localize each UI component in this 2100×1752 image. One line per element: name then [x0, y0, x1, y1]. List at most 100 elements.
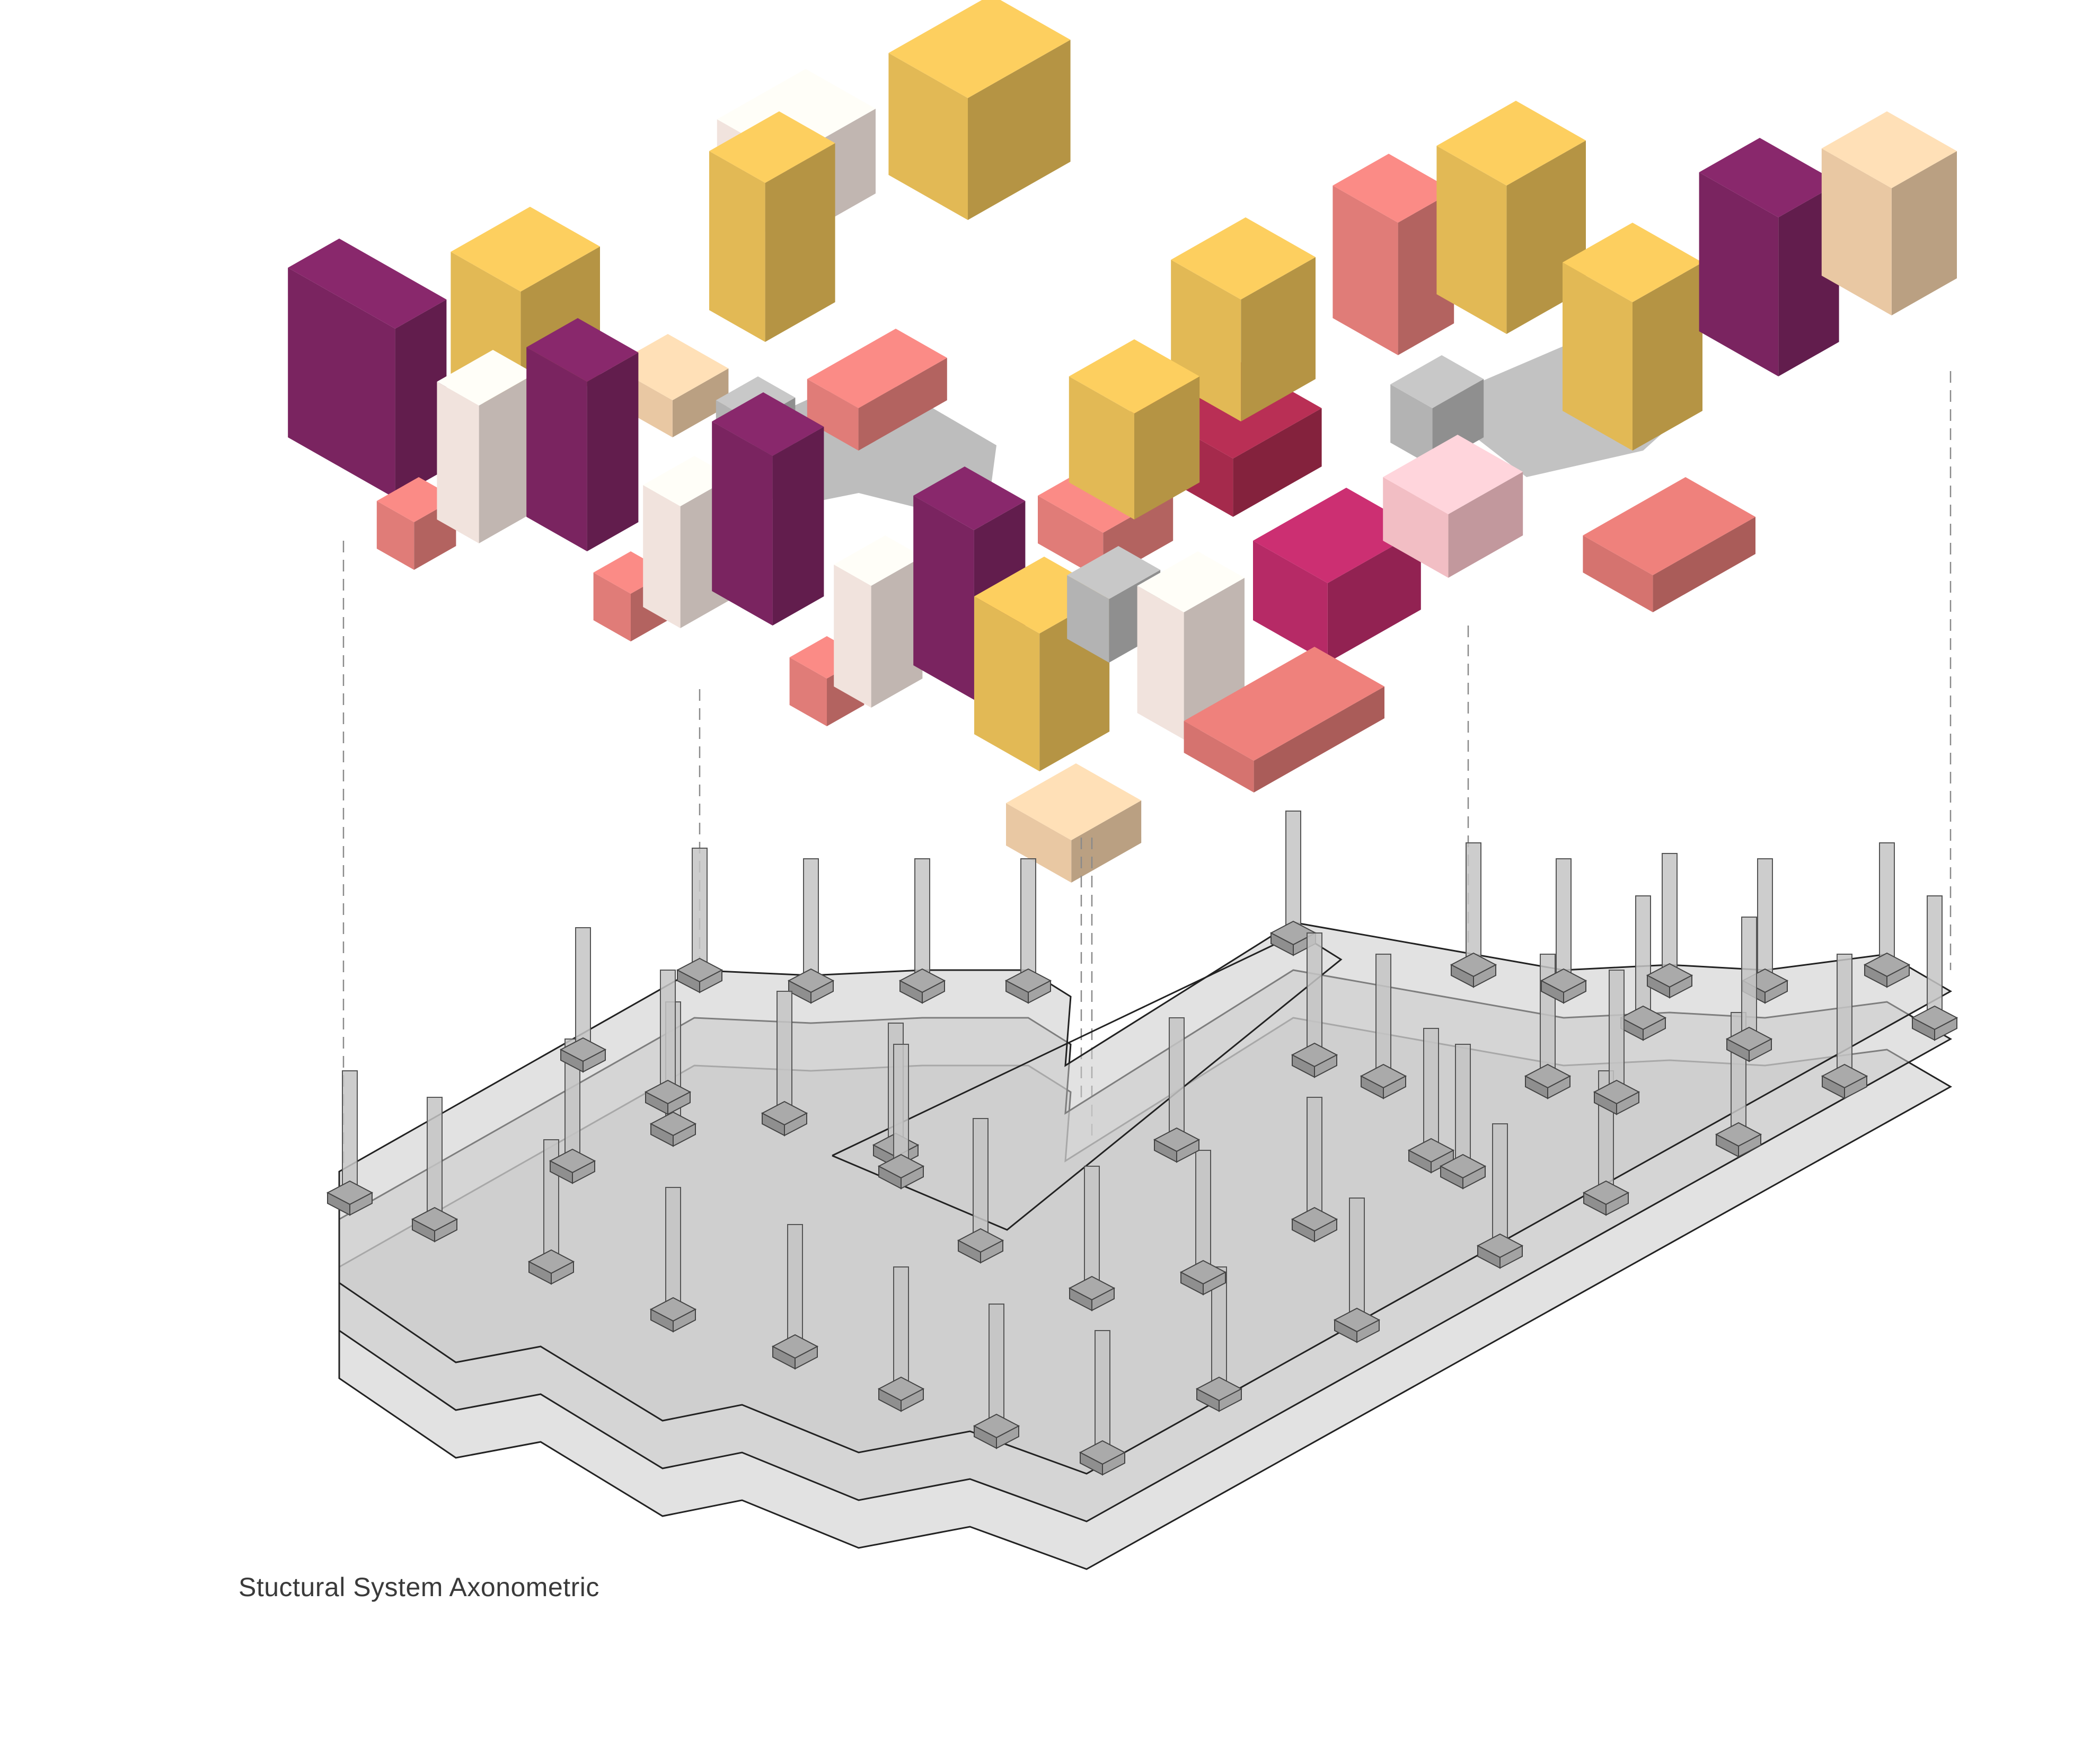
column-35 — [1863, 842, 1911, 988]
block-yellow-back-1 — [888, 0, 1071, 220]
column-37 — [644, 970, 692, 1115]
footing-right-38 — [784, 1112, 807, 1137]
column-shaft-30 — [1285, 811, 1301, 934]
column-6 — [877, 1266, 925, 1412]
block-purple-r1 — [1699, 138, 1839, 376]
footing-right-44 — [1616, 1091, 1639, 1115]
block-salmon-r1-top-face — [1184, 647, 1384, 761]
block-cream-2-top-face — [643, 456, 732, 506]
column-shaft-10 — [1349, 1198, 1365, 1320]
column-31 — [1450, 842, 1497, 988]
block-coral-r2 — [1333, 154, 1454, 355]
block-cream-r1-left-face — [1137, 586, 1184, 739]
block-coral-back — [807, 329, 947, 451]
block-purple-1-top-face — [288, 239, 447, 329]
block-crimson-spine-right-face — [1233, 408, 1322, 517]
footing-right-12 — [1605, 1192, 1629, 1216]
block-purple-r1-left-face — [1699, 172, 1779, 376]
block-salmon-r2-left-face — [1583, 535, 1653, 612]
column-shaft-22 — [1307, 1097, 1322, 1220]
column-14 — [1821, 954, 1868, 1099]
block-grey-r2-top-face — [1067, 546, 1161, 599]
column-4 — [649, 1187, 697, 1333]
block-yellow-back-3-top-face — [451, 207, 600, 292]
column-shaft-38 — [777, 991, 792, 1114]
block-salmon-r2-top-face — [1583, 477, 1755, 575]
column-23 — [1407, 1028, 1455, 1174]
footing-right-8 — [1102, 1451, 1125, 1476]
block-tan-back-top-face — [612, 334, 729, 400]
footing-right-42 — [1383, 1075, 1406, 1099]
block-purple-3-left-face — [712, 421, 773, 626]
footing-right-29 — [1028, 980, 1051, 1004]
column-38 — [761, 991, 808, 1137]
column-21 — [1179, 1150, 1227, 1296]
block-cream-r1 — [1137, 551, 1245, 739]
column-shaft-42 — [1375, 954, 1391, 1077]
column-41 — [1291, 932, 1338, 1078]
block-salmon-r2-right-face — [1653, 517, 1755, 612]
column-shaft-8 — [1095, 1330, 1110, 1453]
block-purple-3-right-face — [772, 427, 824, 626]
block-tan-back-right-face — [672, 368, 729, 437]
footing-right-34 — [1764, 980, 1788, 1004]
block-coral-1-top-face — [376, 477, 456, 522]
block-yellow-back-2-top-face — [709, 111, 835, 183]
block-yellow-back-1-top-face — [888, 0, 1071, 98]
footing-right-32 — [1563, 980, 1586, 1004]
block-tan-r1-right-face — [1891, 151, 1957, 315]
footing-right-1 — [349, 1192, 373, 1216]
block-cream-1-top-face — [437, 350, 535, 406]
column-25 — [1619, 895, 1667, 1041]
block-coral-r2-left-face — [1333, 186, 1398, 355]
courtyard-edge — [832, 932, 1343, 1231]
block-tan-r1 — [1821, 111, 1957, 315]
column-shaft-11 — [1492, 1123, 1508, 1246]
column-10 — [1333, 1198, 1381, 1343]
block-tan-front-right-face — [1071, 800, 1142, 883]
block-salmon-r1-right-face — [1254, 686, 1384, 793]
footing-right-13 — [1738, 1133, 1761, 1158]
footing-right-26 — [699, 969, 722, 993]
block-cream-3 — [834, 535, 923, 708]
block-yellow-r4-top-face — [1563, 223, 1702, 302]
footing-right-17 — [673, 1123, 696, 1147]
block-purple-3 — [712, 392, 824, 626]
column-30 — [1269, 811, 1317, 956]
block-yellow-r1-right-face — [1241, 257, 1316, 421]
block-yellow-back-2-left-face — [709, 151, 765, 342]
column-shaft-1 — [342, 1070, 358, 1193]
block-coral-back-top-face — [807, 329, 947, 408]
column-shaft-34 — [1757, 858, 1773, 981]
column-42 — [1360, 954, 1407, 1099]
column-shaft-21 — [1195, 1150, 1211, 1273]
block-yellow-r2 — [1069, 339, 1200, 520]
block-yellow-r3 — [1436, 101, 1586, 334]
block-blush-r1-right-face — [1448, 472, 1523, 578]
column-15 — [1911, 895, 1958, 1041]
column-11 — [1476, 1123, 1524, 1269]
column-shaft-36 — [575, 927, 591, 1050]
block-tan-front-top-face — [1006, 763, 1142, 840]
column-shaft-2 — [427, 1097, 443, 1220]
column-5 — [771, 1224, 819, 1370]
block-purple-2 — [526, 318, 639, 551]
column-29 — [1004, 858, 1052, 1004]
column-8 — [1079, 1330, 1126, 1476]
footing-right-3 — [551, 1261, 574, 1285]
column-44 — [1593, 970, 1640, 1115]
column-shaft-27 — [803, 858, 819, 981]
column-shaft-45 — [1741, 917, 1757, 1040]
block-purple-2-left-face — [526, 347, 587, 551]
column-26 — [676, 848, 723, 993]
column-shaft-5 — [787, 1224, 803, 1347]
block-coral-1-left-face — [376, 501, 414, 570]
column-shaft-19 — [973, 1118, 989, 1241]
column-2 — [411, 1097, 458, 1243]
footing-right-24 — [1547, 1075, 1570, 1099]
footing-right-6 — [901, 1388, 924, 1412]
block-tan-front-left-face — [1006, 803, 1072, 883]
column-27 — [787, 858, 835, 1004]
column-19 — [957, 1118, 1004, 1264]
